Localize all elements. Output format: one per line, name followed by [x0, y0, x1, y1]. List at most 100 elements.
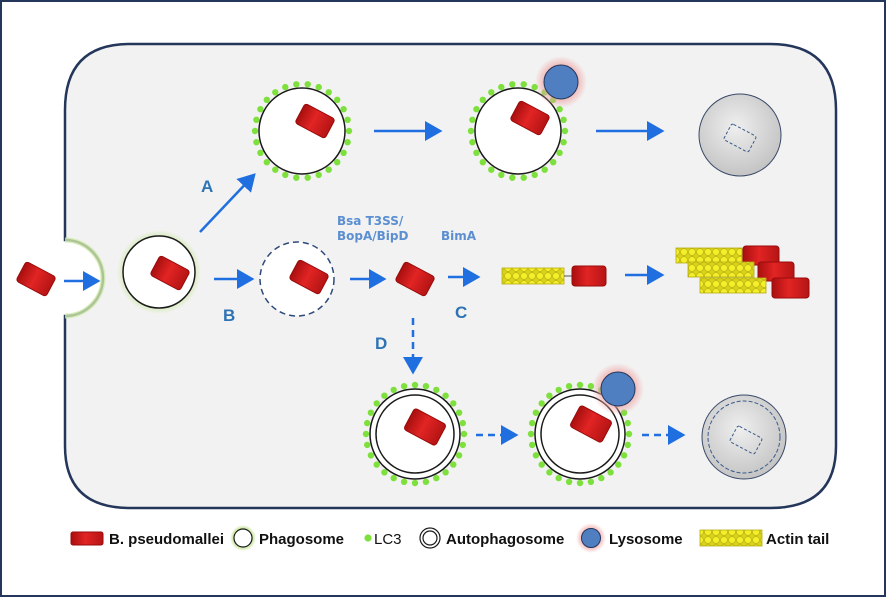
lc3-dot	[565, 478, 573, 485]
lc3-dot	[509, 81, 516, 88]
lc3-dot	[263, 96, 270, 104]
lc3-dot	[381, 469, 388, 476]
lc3-dot	[615, 461, 622, 468]
lc3-dot	[532, 409, 540, 416]
legend-lc3: LC3	[374, 531, 402, 548]
lc3-dot	[532, 452, 540, 459]
lc3-dot	[555, 474, 562, 482]
label-d: D	[375, 334, 387, 353]
lc3-dot	[473, 149, 480, 156]
lc3-dot	[433, 386, 440, 394]
bacterium-entering	[16, 261, 56, 297]
lc3-dot	[263, 159, 270, 166]
lc3-dot	[488, 89, 495, 96]
lc3-dot	[373, 400, 380, 407]
bacterium-in-phagosome	[150, 255, 190, 291]
lc3-dot	[272, 89, 279, 96]
lc3-dot	[340, 106, 347, 113]
lc3-dot	[325, 89, 332, 96]
lc3-dot	[455, 409, 463, 416]
entry-pocket	[64, 237, 106, 319]
lc3-dot	[442, 469, 449, 476]
lc3-dot	[561, 127, 569, 135]
lc3-dot	[257, 149, 264, 156]
lc3-dot	[400, 383, 408, 390]
lc3-dot	[520, 81, 527, 88]
legend-lysosome: Lysosome	[609, 531, 683, 548]
lc3-dot	[253, 139, 260, 146]
annotation-t3ss-2: BopA/BipD	[337, 229, 409, 243]
lc3-dot	[282, 171, 289, 179]
autophagosome-lysosome	[527, 363, 644, 487]
annotation-t3ss-1: Bsa T3SS/	[337, 214, 404, 228]
lc3-dot	[364, 441, 371, 449]
lc3-dot	[560, 116, 567, 124]
label-c: C	[455, 303, 467, 322]
lc3-dot	[467, 127, 475, 135]
lc3-phagosome-lysosome	[467, 56, 587, 181]
lc3-dot	[315, 171, 322, 179]
legend-phagosome: Phagosome	[259, 531, 344, 548]
lc3-dot	[587, 478, 595, 485]
lc3-dot	[411, 479, 419, 487]
lc3-dot	[253, 116, 260, 124]
lc3-dot	[304, 174, 311, 181]
lc3-dot	[251, 127, 259, 135]
lc3-dot	[315, 83, 322, 91]
lc3-dot	[546, 469, 553, 476]
lc3-dot	[556, 149, 563, 156]
lc3-dot	[257, 106, 264, 113]
lc3-dot	[460, 430, 468, 438]
lc3-dot	[560, 139, 567, 146]
lc3-dot	[344, 116, 351, 124]
lc3-dot	[624, 441, 631, 449]
lc3-dot	[459, 441, 466, 449]
lc3-dot	[469, 116, 476, 124]
lc3-dot	[373, 461, 380, 468]
legend-bacterium: B. pseudomallei	[109, 531, 224, 548]
lc3-dot	[520, 174, 527, 181]
lc3-dot	[555, 386, 562, 394]
lc3-dot	[442, 392, 449, 399]
lc3-dot	[422, 383, 430, 390]
lc3-dot	[344, 139, 351, 146]
lc3-dot	[411, 381, 419, 389]
lc3-dot	[531, 171, 538, 179]
bacterium-cytosol	[395, 261, 435, 297]
lc3-dot	[529, 419, 536, 427]
lc3-dot	[509, 174, 516, 181]
lc3-dot	[364, 419, 371, 427]
lc3-dot	[400, 478, 408, 485]
lc3-dot	[362, 430, 370, 438]
lc3-dot	[390, 474, 397, 482]
legend-lc3-icon	[364, 534, 372, 542]
legend-bacterium-icon	[70, 531, 104, 546]
lc3-dot	[565, 383, 573, 390]
legend-autophagosome: Autophagosome	[446, 531, 564, 548]
legend-lysosome-icon	[581, 528, 601, 548]
lc3-dot	[546, 392, 553, 399]
annotation-bima: BimA	[441, 229, 477, 243]
lc3-dot	[433, 474, 440, 482]
label-a: A	[201, 177, 213, 196]
actin-tail-multiple	[675, 245, 810, 299]
lc3-dot	[607, 469, 614, 476]
lc3-dot	[498, 171, 505, 179]
lc3-dot	[422, 478, 430, 485]
lc3-dot	[293, 81, 300, 88]
legend-phagosome-icon	[233, 528, 253, 548]
degraded-bacterium-d	[701, 394, 787, 480]
lc3-dot	[576, 479, 584, 487]
lc3-dot	[272, 166, 279, 173]
lc3-dot	[576, 381, 584, 389]
lc3-dot	[598, 474, 605, 482]
lc3-dot	[450, 400, 457, 407]
lc3-dot	[340, 149, 347, 156]
lc3-dot	[367, 452, 375, 459]
lc3-dot	[625, 430, 633, 438]
lc3-dot	[282, 83, 289, 91]
lc3-dot	[624, 419, 631, 427]
actin-tail-single	[501, 265, 607, 287]
